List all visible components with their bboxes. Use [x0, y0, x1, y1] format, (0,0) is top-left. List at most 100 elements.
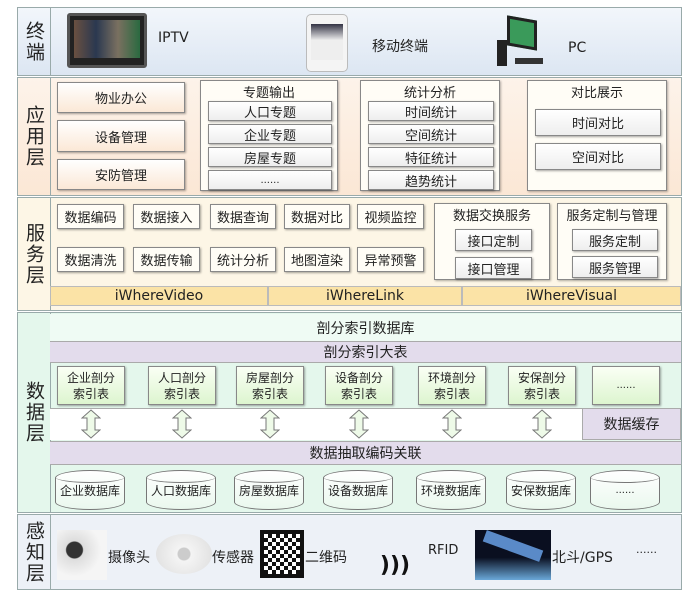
topic-item[interactable]: ......: [208, 170, 332, 190]
bidirectional-arrow-icon: [80, 409, 102, 439]
bidirectional-arrow-icon: [259, 409, 281, 439]
database-cylinder[interactable]: 房屋数据库: [234, 470, 304, 510]
topic-item[interactable]: 企业专题: [208, 124, 332, 144]
panel-topic-output: 专题输出 人口专题 企业专题 房屋专题 ......: [200, 80, 338, 191]
index-table-text: 企业剖分: [66, 370, 115, 385]
app-box[interactable]: 安防管理: [57, 159, 185, 190]
layer-label: 服务层: [18, 198, 51, 310]
index-table[interactable]: 房屋剖分索引表: [236, 366, 304, 405]
camera-icon: [57, 530, 107, 580]
index-table-text: 索引表: [72, 386, 109, 401]
index-table[interactable]: 人口剖分索引表: [148, 366, 216, 405]
index-table[interactable]: 安保剖分索引表: [508, 366, 576, 405]
stat-item[interactable]: 趋势统计: [368, 170, 494, 190]
arrow-band: [50, 408, 582, 440]
database-cylinder[interactable]: 人口数据库: [146, 470, 216, 510]
index-database: 剖分索引数据库: [50, 314, 681, 342]
phone-label: 移动终端: [372, 39, 428, 55]
database-cylinder[interactable]: 安保数据库: [506, 470, 576, 510]
stat-item[interactable]: 特征统计: [368, 147, 494, 167]
platform-iwherevideo[interactable]: iWhereVideo: [50, 286, 268, 306]
index-table-text: 安保剖分: [517, 370, 566, 385]
service-box[interactable]: 数据清洗: [57, 247, 124, 272]
sensor-label: 传感器: [212, 550, 254, 566]
stat-item[interactable]: 空间统计: [368, 124, 494, 144]
service-box[interactable]: 地图渲染: [284, 247, 350, 272]
index-table[interactable]: 环境剖分索引表: [418, 366, 486, 405]
qrcode-icon: [260, 530, 304, 578]
service-box[interactable]: 数据编码: [57, 204, 124, 229]
gps-label: 北斗/GPS: [552, 550, 613, 566]
service-box[interactable]: 数据传输: [133, 247, 200, 272]
compare-item[interactable]: 空间对比: [535, 143, 661, 170]
index-table-text: 索引表: [523, 386, 560, 401]
index-table-text: 房屋剖分: [245, 370, 294, 385]
index-table-text: 设备剖分: [334, 370, 383, 385]
data-extract: 数据抽取编码关联: [50, 441, 681, 465]
platform-iwherelink[interactable]: iWhereLink: [268, 286, 462, 306]
service-box[interactable]: 视频监控: [357, 204, 424, 229]
satellite-icon: [475, 530, 551, 580]
service-box[interactable]: 数据查询: [210, 204, 276, 229]
stat-item[interactable]: 时间统计: [368, 101, 494, 121]
app-box[interactable]: 物业办公: [57, 82, 185, 113]
exchange-item[interactable]: 接口管理: [455, 257, 532, 279]
qrcode-label: 二维码: [305, 550, 347, 566]
layer-label: 数据层: [18, 313, 51, 512]
custom-item[interactable]: 服务管理: [572, 256, 658, 278]
service-box[interactable]: 数据接入: [133, 204, 200, 229]
panel-service-custom: 服务定制与管理 服务定制 服务管理: [557, 203, 667, 280]
layer-label: 应用层: [18, 78, 51, 195]
exchange-item[interactable]: 接口定制: [455, 229, 532, 251]
panel-title: 统计分析: [403, 86, 456, 101]
sensor-icon: [156, 534, 212, 574]
compare-item[interactable]: 时间对比: [535, 109, 661, 136]
tv-icon: [67, 13, 147, 68]
bidirectional-arrow-icon: [348, 409, 370, 439]
layer-label: 感知层: [18, 515, 51, 589]
service-box[interactable]: 统计分析: [210, 247, 276, 272]
database-cylinder[interactable]: 企业数据库: [55, 470, 125, 510]
index-table[interactable]: 企业剖分索引表: [57, 366, 125, 405]
index-table-text: 环境剖分: [427, 370, 476, 385]
custom-item[interactable]: 服务定制: [572, 229, 658, 251]
database-cylinder[interactable]: 环境数据库: [416, 470, 486, 510]
rfid-label: RFID: [428, 543, 459, 558]
index-table-text: 索引表: [251, 386, 288, 401]
panel-data-exchange: 数据交换服务 接口定制 接口管理: [434, 203, 550, 280]
pc-label: PC: [568, 40, 587, 56]
index-table-text: 索引表: [340, 386, 377, 401]
service-box[interactable]: 数据对比: [284, 204, 350, 229]
index-table-text: 索引表: [433, 386, 470, 401]
index-table-text: 人口剖分: [157, 370, 206, 385]
platform-iwherevisual[interactable]: iWhereVisual: [462, 286, 681, 306]
rfid-logo-icon: ))): [379, 553, 411, 578]
layer-label: 终端: [18, 8, 51, 75]
panel-title: 对比展示: [570, 86, 623, 101]
bidirectional-arrow-icon: [171, 409, 193, 439]
bidirectional-arrow-icon: [441, 409, 463, 439]
camera-label: 摄像头: [108, 550, 150, 566]
sensing-layer: 感知层: [17, 514, 682, 590]
panel-title: 数据交换服务: [452, 209, 531, 224]
index-table[interactable]: ......: [592, 366, 660, 405]
topic-item[interactable]: 人口专题: [208, 101, 332, 121]
index-table-text: ......: [616, 379, 636, 391]
pc-icon: [495, 15, 545, 68]
topic-item[interactable]: 房屋专题: [208, 147, 332, 167]
index-bigtable: 剖分索引大表: [50, 342, 681, 363]
more-label: ......: [636, 543, 657, 556]
panel-statistics: 统计分析 时间统计 空间统计 特征统计 趋势统计: [360, 80, 500, 191]
index-table-text: 索引表: [163, 386, 200, 401]
database-cylinder[interactable]: ......: [590, 470, 660, 510]
panel-title: 服务定制与管理: [566, 209, 658, 224]
service-box[interactable]: 异常预警: [357, 247, 424, 272]
panel-title: 专题输出: [242, 86, 295, 101]
database-cylinder[interactable]: 设备数据库: [323, 470, 393, 510]
bidirectional-arrow-icon: [531, 409, 553, 439]
app-box[interactable]: 设备管理: [57, 120, 185, 152]
data-cache: 数据缓存: [582, 408, 681, 440]
tv-label: IPTV: [158, 30, 189, 46]
phone-icon: [306, 14, 348, 72]
index-table[interactable]: 设备剖分索引表: [325, 366, 393, 405]
